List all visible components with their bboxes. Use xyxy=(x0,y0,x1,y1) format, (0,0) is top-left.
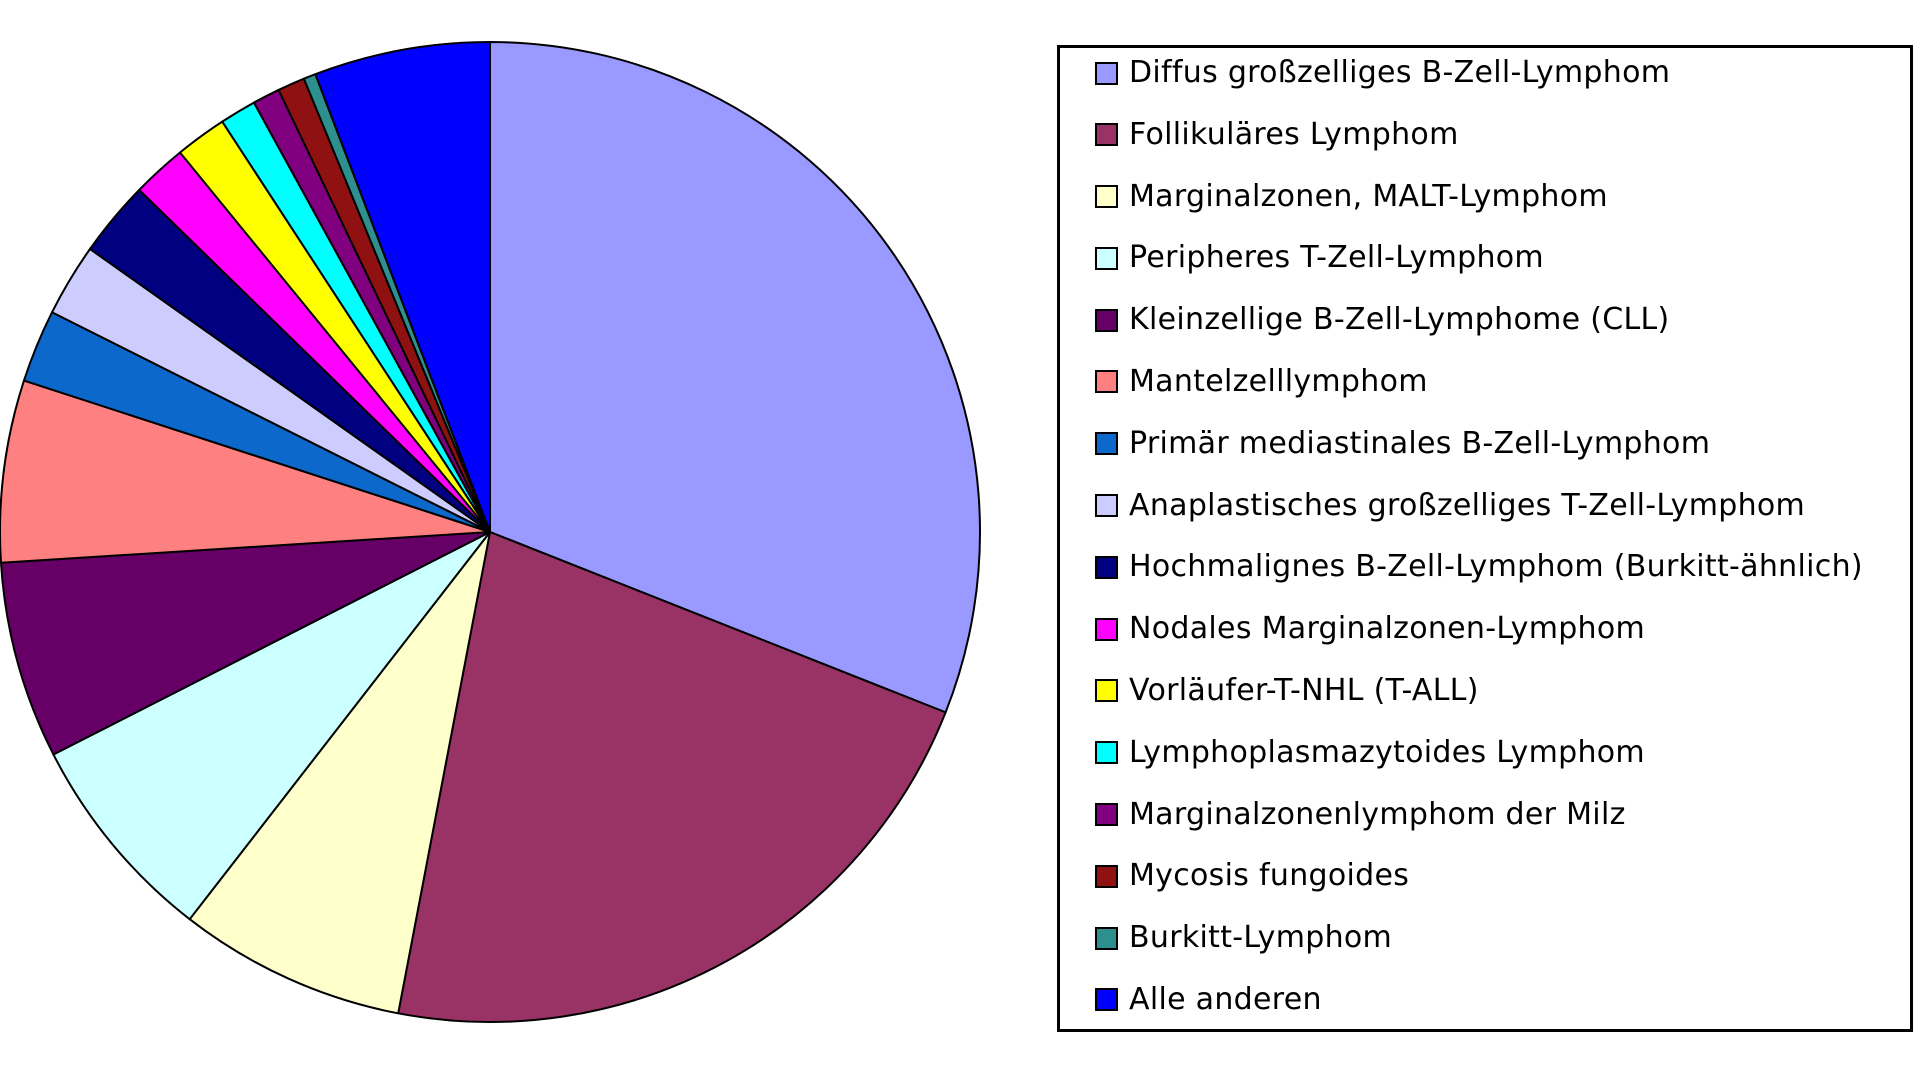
legend-label: Mantelzelllymphom xyxy=(1129,363,1428,399)
legend-item-mycosis-fungoides: Mycosis fungoides xyxy=(1095,861,1902,891)
legend-item-vorlaeufer-t-nhl-t-all: Vorläufer-T-NHL (T-ALL) xyxy=(1095,672,1902,708)
legend-swatch-mantelzelllymphom xyxy=(1095,370,1118,394)
legend-item-nodales-marginalzonen-lymphom: Nodales Marginalzonen-Lymphom xyxy=(1095,614,1902,644)
legend-item-lymphoplasmazytoides-lymphom: Lymphoplasmazytoides Lymphom xyxy=(1095,734,1902,770)
pie-slices-group xyxy=(0,41,981,1023)
legend-label: Nodales Marginalzonen-Lymphom xyxy=(1129,611,1646,647)
legend-item-primaer-mediastinales-b-zell-lymphom: Primär mediastinales B-Zell-Lymphom xyxy=(1095,425,1902,461)
legend-item-follikulaeres-lymphom: Follikuläres Lymphom xyxy=(1095,116,1902,152)
legend-label: Peripheres T-Zell-Lymphom xyxy=(1129,240,1544,276)
legend-item-marginalzonenlymphom-der-milz: Marginalzonenlymphom der Milz xyxy=(1095,796,1902,832)
legend-label: Lymphoplasmazytoides Lymphom xyxy=(1129,734,1645,770)
legend-swatch-mycosis-fungoides xyxy=(1095,864,1118,888)
legend-item-kleinzellige-b-zell-lymphome-cll: Kleinzellige B-Zell-Lymphome (CLL) xyxy=(1095,305,1902,335)
pie-slice-alle-anderen xyxy=(314,41,491,533)
pie-slice-diffus-grosszelliges-b-zell-lymphom xyxy=(489,41,981,714)
legend-label: Kleinzellige B-Zell-Lymphome (CLL) xyxy=(1129,302,1670,338)
legend-swatch-primaer-mediastinales-b-zell-lymphom xyxy=(1095,432,1118,456)
legend-item-mantelzelllymphom: Mantelzelllymphom xyxy=(1095,363,1902,399)
legend-label: Hochmalignes B-Zell-Lymphom (Burkitt-ähn… xyxy=(1129,549,1863,585)
legend-item-burkitt-lymphom: Burkitt-Lymphom xyxy=(1095,923,1902,953)
pie-slice-kleinzellige-b-zell-lymphome-cll xyxy=(0,531,491,756)
legend-label: Diffus großzelliges B-Zell-Lymphom xyxy=(1129,55,1671,90)
pie-slice-marginalzonen-malt-lymphom xyxy=(188,531,491,1015)
legend-item-marginalzonen-malt-lymphom: Marginalzonen, MALT-Lymphom xyxy=(1095,178,1902,214)
legend-swatch-nodales-marginalzonen-lymphom xyxy=(1095,617,1118,641)
legend-label: Vorläufer-T-NHL (T-ALL) xyxy=(1129,672,1479,708)
legend-swatch-lymphoplasmazytoides-lymphom xyxy=(1095,741,1118,765)
legend-label: Primär mediastinales B-Zell-Lymphom xyxy=(1129,425,1711,461)
legend-label: Marginalzonenlymphom der Milz xyxy=(1129,796,1626,832)
legend-swatch-follikulaeres-lymphom xyxy=(1095,123,1118,147)
pie-slice-peripheres-t-zell-lymphom xyxy=(52,531,491,921)
legend-item-diffus-grosszelliges-b-zell-lymphom: Diffus großzelliges B-Zell-Lymphom xyxy=(1095,58,1902,88)
pie-slice-follikulaeres-lymphom xyxy=(397,531,947,1023)
legend-swatch-vorlaeufer-t-nhl-t-all xyxy=(1095,679,1118,703)
legend-label: Mycosis fungoides xyxy=(1129,858,1410,894)
legend-swatch-marginalzonenlymphom-der-milz xyxy=(1095,803,1118,827)
legend-swatch-alle-anderen xyxy=(1095,988,1118,1012)
legend-label: Burkitt-Lymphom xyxy=(1129,920,1393,956)
legend-swatch-peripheres-t-zell-lymphom xyxy=(1095,246,1118,270)
legend-label: Marginalzonen, MALT-Lymphom xyxy=(1129,178,1608,214)
legend-item-alle-anderen: Alle anderen xyxy=(1095,981,1902,1017)
legend-label: Follikuläres Lymphom xyxy=(1129,116,1459,152)
legend-swatch-anaplastisches-grosszelliges-t-zell-lymphom xyxy=(1095,494,1118,518)
legend-item-peripheres-t-zell-lymphom: Peripheres T-Zell-Lymphom xyxy=(1095,243,1902,273)
legend-swatch-diffus-grosszelliges-b-zell-lymphom xyxy=(1095,61,1118,85)
legend-label: Alle anderen xyxy=(1129,981,1322,1017)
legend-swatch-marginalzonen-malt-lymphom xyxy=(1095,185,1118,209)
legend-swatch-hochmalignes-b-zell-lymphom-burkitt-aehnlich xyxy=(1095,555,1118,579)
legend-swatch-kleinzellige-b-zell-lymphome-cll xyxy=(1095,308,1118,332)
pie-slice-mantelzelllymphom xyxy=(0,379,491,564)
pie-chart xyxy=(0,41,981,1023)
legend-label: Anaplastisches großzelliges T-Zell-Lymph… xyxy=(1129,487,1806,523)
legend-swatch-burkitt-lymphom xyxy=(1095,926,1118,950)
legend-item-hochmalignes-b-zell-lymphom-burkitt-aehnlich: Hochmalignes B-Zell-Lymphom (Burkitt-ähn… xyxy=(1095,552,1902,582)
legend-item-anaplastisches-grosszelliges-t-zell-lymphom: Anaplastisches großzelliges T-Zell-Lymph… xyxy=(1095,487,1902,523)
